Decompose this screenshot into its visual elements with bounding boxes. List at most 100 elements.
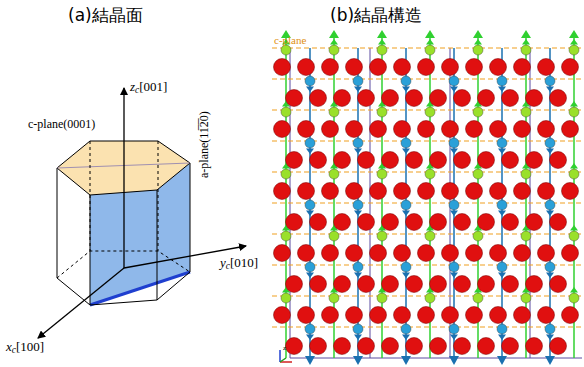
metal-atom [497, 76, 507, 86]
oxygen-atom [334, 90, 351, 107]
spin-arrow [570, 39, 578, 45]
oxygen-atom [430, 276, 447, 293]
oxygen-atom [490, 183, 507, 200]
oxygen-atom [490, 121, 507, 138]
spin-arrow [522, 39, 530, 45]
metal-atom [425, 45, 435, 55]
axis-label: a-plane(11̅2̅0) [198, 111, 211, 178]
metal-atom [305, 138, 315, 148]
oxygen-atom [298, 245, 315, 262]
oxygen-atom [370, 183, 387, 200]
metal-atom [281, 107, 291, 117]
metal-atom [281, 169, 291, 179]
label-text: z [283, 344, 286, 352]
oxygen-atom [358, 90, 375, 107]
oxygen-atom [322, 59, 339, 76]
metal-atom [449, 262, 459, 272]
oxygen-atom [478, 152, 495, 169]
oxygen-atom [346, 245, 363, 262]
oxygen-atom [394, 121, 411, 138]
label-text: z [130, 79, 135, 94]
oxygen-atom [550, 152, 567, 169]
metal-atom [329, 107, 339, 117]
metal-atom [497, 324, 507, 334]
axis-label: yc[010] [220, 256, 258, 272]
spin-arrow [449, 356, 459, 365]
oxygen-atom [454, 214, 471, 231]
oxygen-atom [334, 152, 351, 169]
metal-atom [545, 262, 555, 272]
oxygen-atom [418, 245, 435, 262]
metal-atom [497, 200, 507, 210]
metal-atom [449, 324, 459, 334]
metal-atom [401, 138, 411, 148]
orientation-axes [280, 350, 292, 362]
c-plane-line [272, 326, 582, 327]
axis-label: zc[001] [130, 80, 167, 96]
oxygen-atom [442, 121, 459, 138]
spin-arrow [426, 39, 434, 45]
c-plane-line [272, 264, 582, 265]
axis-label: c-plane [274, 34, 306, 46]
metal-atom [305, 76, 315, 86]
oxygen-atom [358, 214, 375, 231]
oxygen-atom [334, 214, 351, 231]
spin-arrow [329, 30, 339, 38]
metal-atom [449, 138, 459, 148]
oxygen-atom [478, 276, 495, 293]
oxygen-atom [514, 183, 531, 200]
spin-arrow [497, 356, 507, 365]
oxygen-atom [406, 152, 423, 169]
oxygen-atom [538, 307, 555, 324]
spin-arrow [474, 39, 482, 45]
metal-atom [569, 293, 579, 303]
spin-arrow [570, 163, 578, 169]
label-text: (a)結晶面 [68, 5, 143, 25]
metal-atom [305, 200, 315, 210]
spin-arrow [330, 39, 338, 45]
metal-atom [281, 45, 291, 55]
oxygen-atom [538, 121, 555, 138]
metal-atom [353, 76, 363, 86]
oxygen-atom [418, 307, 435, 324]
oxygen-atom [346, 307, 363, 324]
oxygen-atom [322, 121, 339, 138]
oxygen-atom [454, 338, 471, 355]
oxygen-atom [442, 183, 459, 200]
metal-atom [353, 138, 363, 148]
metal-atom [281, 293, 291, 303]
label-text: c [12, 345, 16, 355]
oxygen-atom [298, 59, 315, 76]
oxygen-atom [322, 245, 339, 262]
oxygen-atom [286, 90, 303, 107]
oxygen-atom [502, 214, 519, 231]
spin-arrow [545, 356, 555, 365]
oxygen-atom [274, 183, 291, 200]
metal-atom [401, 200, 411, 210]
oxygen-atom [430, 152, 447, 169]
axis-label: z [283, 345, 286, 353]
metal-atom [545, 138, 555, 148]
metal-atom [401, 262, 411, 272]
metal-atom [425, 231, 435, 241]
metal-atom [329, 293, 339, 303]
oxygen-atom [418, 59, 435, 76]
oxygen-atom [370, 121, 387, 138]
a-plane-trace [90, 272, 190, 305]
oxygen-atom [526, 338, 543, 355]
oxygen-atom [298, 121, 315, 138]
oxygen-atom [538, 183, 555, 200]
spin-arrow [378, 39, 386, 45]
label-text: c [135, 85, 139, 95]
oxygen-atom [418, 183, 435, 200]
oxygen-atom [286, 276, 303, 293]
oxygen-atom [370, 307, 387, 324]
oxygen-atom [478, 90, 495, 107]
metal-atom [545, 200, 555, 210]
oxygen-atom [454, 276, 471, 293]
metal-atom [329, 45, 339, 55]
spin-arrow [353, 356, 363, 365]
oxygen-atom [490, 245, 507, 262]
oxygen-atom [514, 59, 531, 76]
oxygen-atom [478, 338, 495, 355]
